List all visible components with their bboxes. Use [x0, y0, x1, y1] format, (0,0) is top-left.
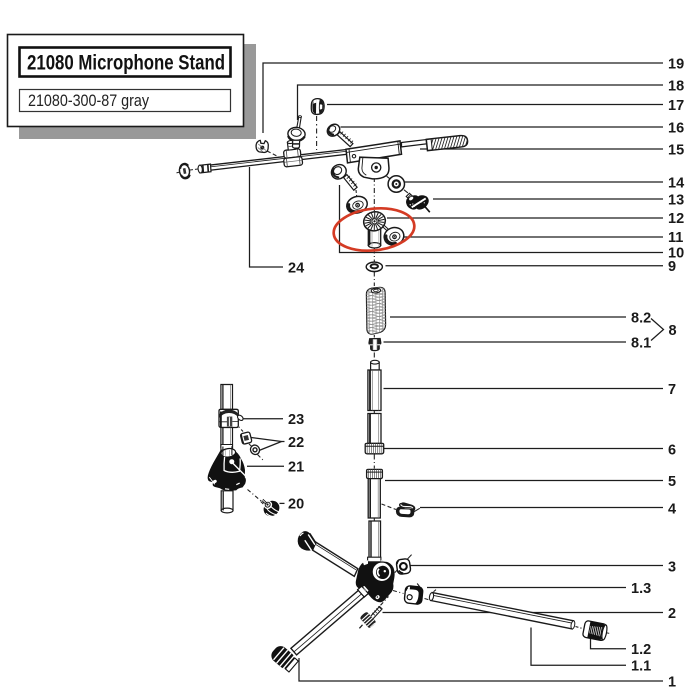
svg-text:4: 4 — [668, 502, 676, 518]
svg-text:7: 7 — [668, 382, 676, 398]
svg-text:15: 15 — [668, 143, 684, 159]
svg-text:8.2: 8.2 — [631, 311, 651, 327]
svg-text:21080-300-87 gray: 21080-300-87 gray — [28, 91, 149, 110]
svg-text:10: 10 — [668, 246, 684, 262]
svg-text:23: 23 — [288, 412, 304, 428]
svg-text:13: 13 — [668, 193, 684, 209]
svg-text:2: 2 — [668, 606, 676, 622]
svg-text:1: 1 — [668, 675, 676, 691]
svg-text:11: 11 — [668, 230, 683, 246]
svg-text:5: 5 — [668, 474, 676, 490]
svg-text:1.1: 1.1 — [631, 659, 651, 675]
svg-text:1.3: 1.3 — [631, 581, 651, 597]
svg-text:9: 9 — [668, 259, 676, 275]
svg-text:12: 12 — [668, 211, 684, 227]
svg-text:16: 16 — [668, 121, 684, 137]
svg-text:21080 Microphone Stand: 21080 Microphone Stand — [27, 51, 225, 75]
svg-text:1.2: 1.2 — [631, 642, 651, 658]
svg-text:19: 19 — [668, 57, 684, 73]
svg-text:22: 22 — [288, 435, 304, 451]
svg-text:18: 18 — [668, 79, 684, 95]
svg-text:20: 20 — [288, 497, 304, 513]
svg-text:8: 8 — [669, 323, 677, 339]
svg-text:24: 24 — [288, 261, 304, 277]
svg-text:21: 21 — [288, 460, 304, 476]
svg-text:8.1: 8.1 — [631, 336, 651, 352]
svg-text:3: 3 — [668, 560, 676, 576]
svg-text:17: 17 — [668, 98, 684, 114]
svg-text:14: 14 — [668, 176, 684, 192]
svg-text:6: 6 — [668, 443, 676, 459]
